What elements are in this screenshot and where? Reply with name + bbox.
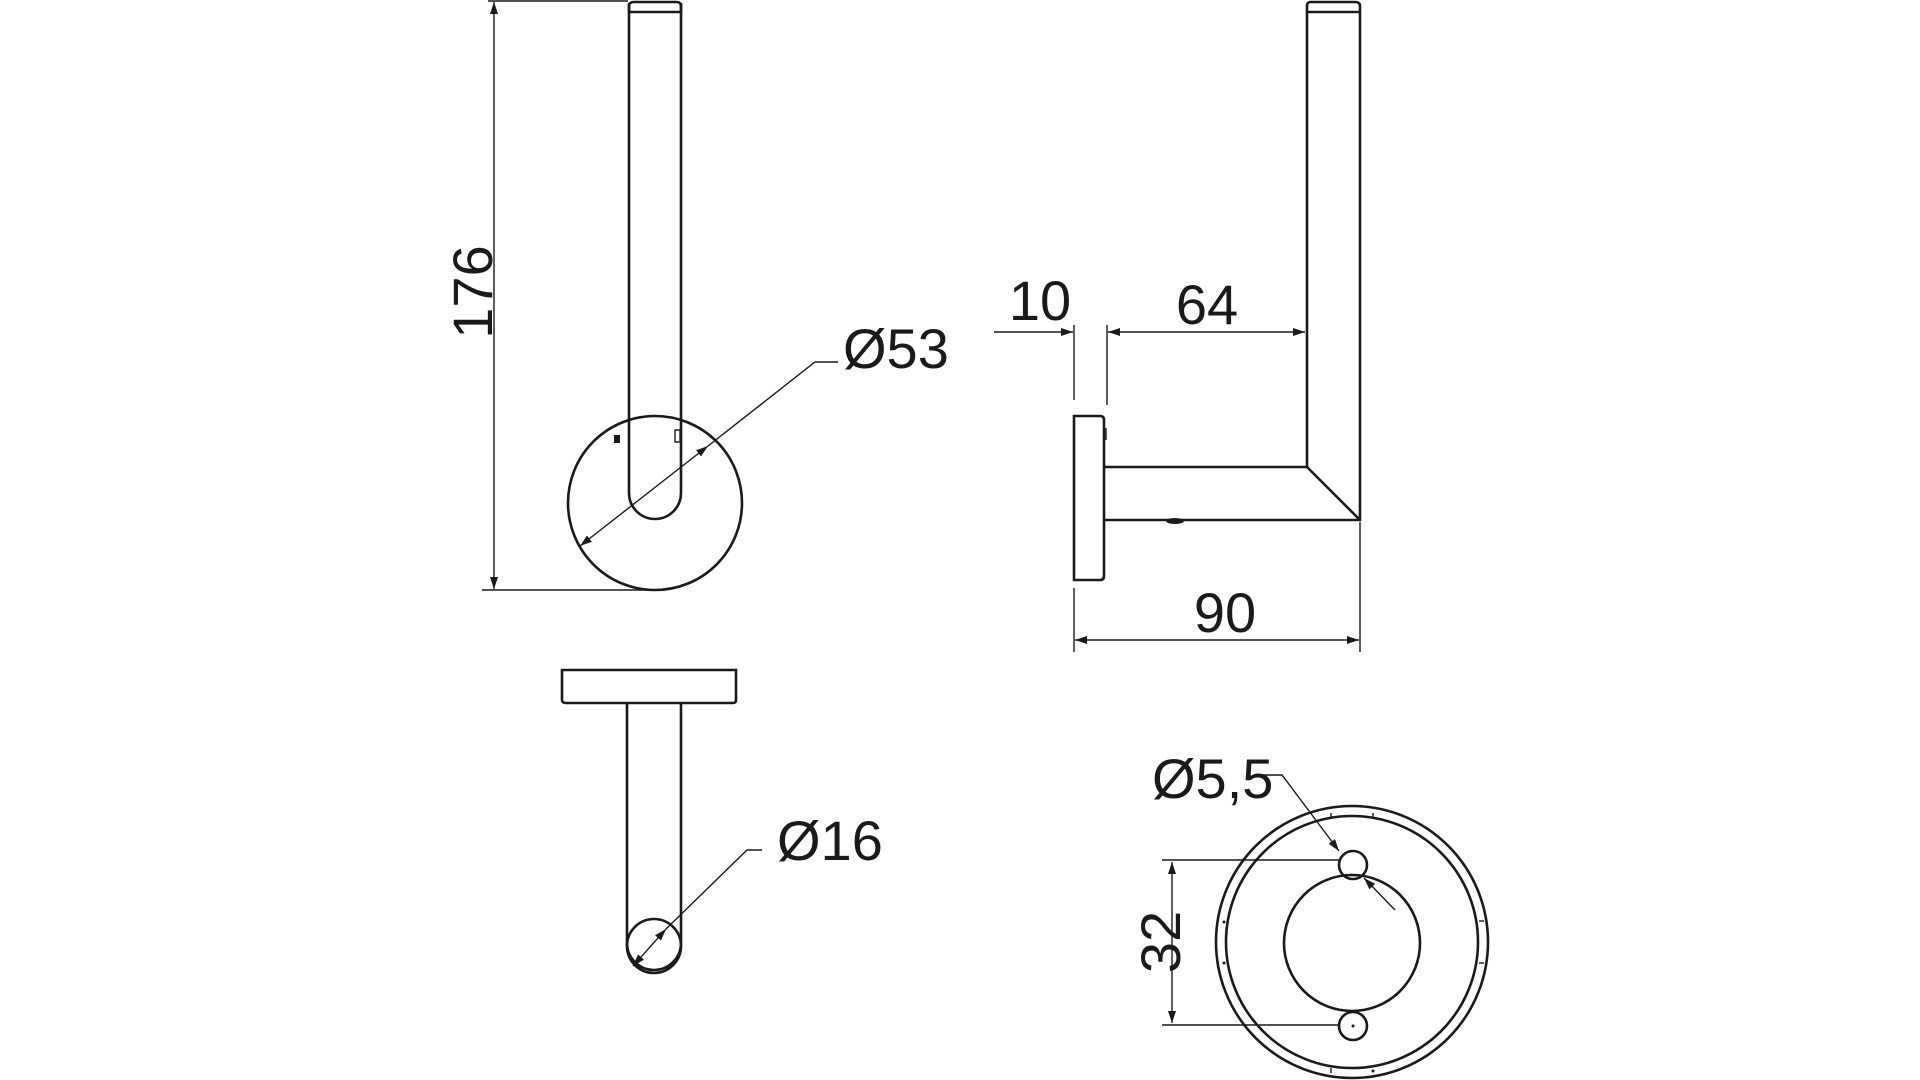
rosette-diameter-label: Ø53: [843, 317, 949, 380]
tube-top: [625, 703, 683, 972]
tube-end-circle: [625, 917, 683, 975]
rosette-leader: [707, 361, 838, 447]
wall-plate-view: Ø5,5 32: [1129, 747, 1490, 1080]
projection-label: 64: [1176, 273, 1238, 336]
arm-bevel: [1306, 466, 1361, 521]
mount-hole-top: [1337, 849, 1369, 881]
ring-ticks: [1330, 813, 1484, 1073]
vertical-rod: [627, 3, 683, 521]
spacing-label: 32: [1129, 911, 1192, 973]
plate-center-bore: [1282, 873, 1422, 1013]
ring-dots: [1222, 920, 1375, 1073]
mount-hole-bottom: [1337, 1010, 1369, 1042]
screw-mark-left: [614, 435, 620, 443]
plate-outer-ring: [1214, 804, 1490, 1080]
rosette-circle: [566, 414, 744, 592]
wall-plate-side: [1072, 414, 1106, 582]
thickness-label: 10: [1009, 269, 1071, 332]
plate-inner-ring: [1224, 814, 1480, 1070]
rosette-diameter-line: [579, 445, 709, 547]
arm-screw-mark: [1166, 518, 1184, 524]
front-view: 176 Ø53: [441, 0, 949, 592]
depth-label: 90: [1194, 581, 1256, 644]
arm-profile: [1104, 0, 1362, 522]
side-view: 10 64 90: [994, 0, 1362, 652]
tube-leader: [665, 849, 762, 930]
hole-center-dot: [1351, 1024, 1355, 1028]
rod-top-cap: [627, 0, 683, 14]
tube-diameter-label: Ø16: [777, 809, 883, 872]
hole-leader: [1258, 774, 1340, 852]
tube-diameter-line: [632, 928, 667, 967]
screw-mark-right: [674, 429, 681, 443]
top-view: Ø16: [560, 668, 883, 975]
hole-leader-inner: [1363, 877, 1396, 911]
hole-diameter-label: Ø5,5: [1152, 747, 1273, 810]
height-label: 176: [441, 245, 504, 338]
rosette-top: [560, 668, 738, 705]
